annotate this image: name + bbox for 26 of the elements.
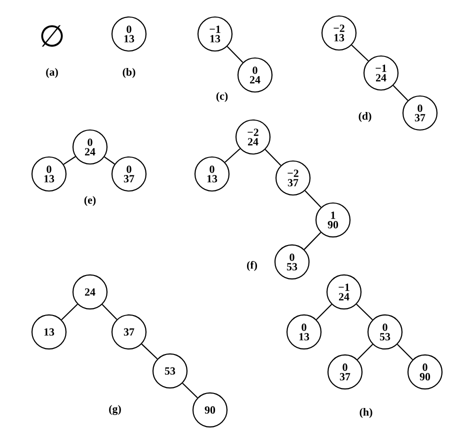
tree-edge	[304, 190, 322, 208]
subfigure-label: (a)	[46, 68, 58, 78]
tree-edge	[104, 156, 115, 164]
subfigure-label: (g)	[109, 404, 121, 415]
tree-edge	[182, 382, 198, 398]
tree-edge	[61, 304, 78, 320]
subfigure-label: (e)	[84, 196, 96, 206]
tree-edge	[141, 344, 158, 360]
subfigure-label: (f)	[247, 260, 257, 271]
tree-edge	[264, 149, 282, 166]
tree-edge	[304, 232, 322, 250]
subfigure-label: (c)	[216, 92, 228, 102]
tree-edge	[397, 344, 413, 360]
tree-edge	[102, 304, 118, 320]
tree-edge	[224, 148, 240, 163]
subfigure-label: (d)	[358, 112, 372, 122]
tree-edge	[351, 44, 369, 62]
tree-edge	[392, 85, 408, 101]
subfigure-label: (b)	[122, 68, 136, 78]
tree-edge	[356, 304, 373, 320]
subfigure-label: (h)	[360, 408, 372, 418]
empty-set-symbol: ∅	[41, 25, 63, 47]
tree-edge	[63, 156, 76, 165]
tree-edge	[316, 304, 332, 320]
tree-edge	[226, 46, 244, 63]
tree-edge	[357, 344, 373, 360]
